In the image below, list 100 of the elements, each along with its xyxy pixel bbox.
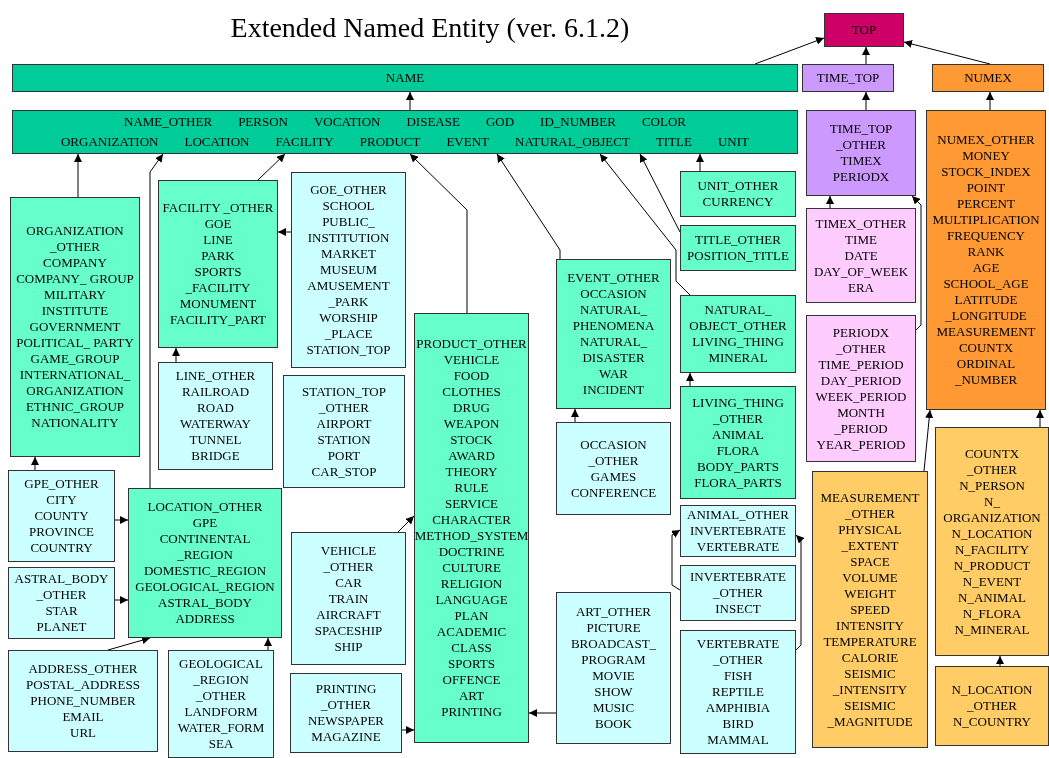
category-label: SHOW: [594, 684, 633, 700]
category-label: SCHOOL_AGE: [943, 276, 1029, 292]
category-box: [680, 225, 796, 271]
category-label: CLASS: [451, 640, 492, 656]
category-box: [10, 197, 140, 457]
category-box: [8, 470, 115, 562]
category-box: [926, 110, 1046, 410]
category-box: [932, 64, 1044, 92]
category-label: COUNTY: [34, 508, 89, 524]
category-label: POINT: [966, 180, 1006, 196]
arrow: [754, 37, 825, 65]
category-label: ACADEMIC: [436, 624, 507, 640]
category-label: EMAIL: [62, 709, 104, 725]
category-label: MAMMAL: [707, 732, 769, 748]
arrow: [496, 153, 561, 260]
arrow: [571, 408, 579, 423]
category-label: AIRPORT: [316, 415, 372, 432]
category-label: CHARACTER: [432, 512, 511, 528]
category-label: N_PERSON: [959, 477, 1025, 494]
category-label: FOOD: [453, 368, 490, 384]
category-label: VERTEBRATE: [696, 539, 780, 555]
category-box: [414, 313, 529, 743]
category-label: N_LOCATION _OTHER: [950, 682, 1034, 714]
category-label: DRUG: [453, 400, 490, 416]
category-label: AGE: [972, 260, 1000, 276]
arrow: [911, 195, 922, 331]
category-label: POSITION_TITLE: [687, 248, 789, 264]
category-label: RULE: [454, 480, 489, 496]
category-label: OCCASION _OTHER: [579, 436, 648, 469]
category-label: N_EVENT: [962, 573, 1022, 590]
arrow: [277, 228, 292, 236]
category-label: ID_NUMBER: [540, 114, 616, 130]
category-label: GOE_OTHER: [310, 182, 387, 198]
category-label: STATION_TOP _OTHER: [301, 383, 387, 416]
category-label: N_ANIMAL: [958, 589, 1026, 606]
category-label: LOCATION: [184, 134, 250, 150]
category-label: NUMEX: [964, 70, 1012, 86]
category-label: MONEY: [962, 148, 1010, 164]
category-label: COUNTRY: [30, 540, 93, 556]
category-label: TEMPERATURE: [823, 633, 917, 650]
category-label: OCCASION: [580, 286, 647, 302]
category-label: VOLUME: [842, 569, 898, 586]
category-label: CULTURE: [442, 560, 501, 576]
category-label: SPORTS _FACILITY: [184, 264, 252, 296]
category-label: MUSEUM: [319, 262, 378, 278]
category-box: [935, 666, 1049, 746]
category-label: AMUSEMENT _PARK: [306, 278, 391, 310]
arrow: [31, 456, 39, 471]
category-label: NATURAL_ DISASTER: [578, 334, 649, 366]
category-label: CAR: [335, 574, 362, 591]
category-box: [680, 565, 796, 621]
category-label: GOE: [204, 216, 232, 232]
category-label: PRINTING: [441, 704, 502, 720]
category-box: [291, 172, 406, 368]
arrow: [826, 195, 834, 209]
category-label: PERSON: [238, 114, 288, 130]
category-label: MOVIE: [592, 668, 635, 684]
category-label: COUNTX: [958, 340, 1014, 356]
category-label: PICTURE: [586, 620, 641, 636]
category-label: TOP: [851, 22, 877, 38]
category-label: INCIDENT: [582, 382, 645, 398]
category-box: [556, 259, 671, 409]
category-label: INTENSITY: [836, 617, 904, 634]
category-label: SPEED: [850, 601, 890, 618]
category-box: [556, 422, 671, 515]
category-label: MONTH _PERIOD: [833, 404, 889, 437]
arrow: [107, 636, 151, 651]
category-label: CLOTHES: [442, 384, 501, 400]
category-label: NATURAL_OBJECT: [515, 134, 630, 150]
category-label: TIMEX: [840, 153, 882, 169]
category-label: UNIT: [717, 134, 749, 150]
category-box: [802, 64, 894, 92]
arrow: [671, 529, 681, 591]
category-label: COLOR: [641, 114, 686, 130]
category-label: TIMEX_OTHER: [815, 215, 907, 232]
category-label: VOCATION: [314, 114, 381, 130]
arrow: [1036, 409, 1044, 428]
category-label: STATION_TOP: [306, 342, 391, 358]
category-label: MILITARY: [44, 287, 106, 303]
category-label: EVENT_OTHER: [567, 270, 660, 286]
category-label: INSTITUTE: [41, 303, 109, 319]
category-label: TITLE: [655, 134, 692, 150]
category-label: DATE: [844, 247, 878, 264]
category-label: NEWSPAPER: [307, 713, 385, 729]
category-label: GAME_GROUP: [30, 351, 120, 367]
category-label: N_COUNTRY: [953, 714, 1031, 730]
category-box: [806, 110, 916, 196]
arrow: [397, 515, 415, 533]
category-label: LIVING_THING: [692, 334, 784, 350]
category-label: RAILROAD: [181, 384, 250, 400]
category-box: [283, 375, 405, 488]
category-label: METHOD_SYSTEM: [414, 528, 529, 544]
category-label: GEOLOGICAL _REGION _OTHER: [178, 656, 264, 704]
category-label: FISH: [723, 668, 753, 684]
arrow: [795, 534, 805, 651]
category-label: CONTINENTAL _REGION: [158, 531, 252, 563]
category-label: N_PRODUCT: [953, 557, 1031, 574]
category-box: [680, 295, 796, 373]
arrow: [639, 153, 681, 233]
category-box: [806, 208, 916, 303]
